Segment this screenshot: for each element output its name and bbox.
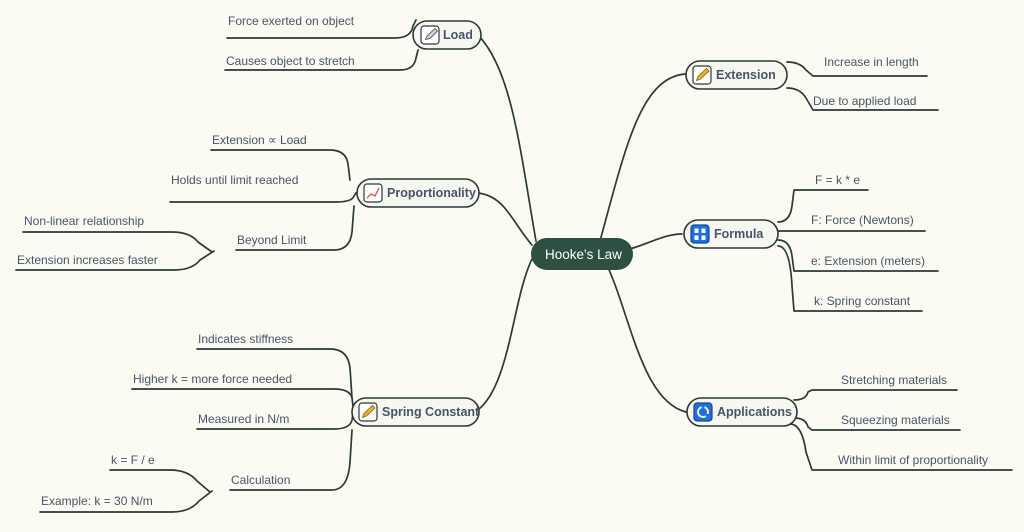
- edge-root-load: [477, 34, 537, 242]
- branch-group-extension: Increase in length Due to applied load E…: [685, 55, 939, 111]
- leaf-spring-0: Indicates stiffness: [198, 332, 293, 346]
- branch-node-proportionality[interactable]: Proportionality: [356, 178, 480, 208]
- leafline-spring-0: [196, 348, 353, 399]
- branch-label-proportionality: Proportionality: [387, 186, 476, 200]
- leafline-app-1: [793, 417, 961, 431]
- leafline-app-2: [789, 423, 1013, 471]
- leafline-prop-sub-1: [15, 250, 215, 271]
- pencil-icon: [358, 402, 378, 422]
- leafline-prop-sub: [235, 205, 355, 251]
- branch-node-load[interactable]: Load: [412, 20, 482, 50]
- branch-group-spring-constant: Indicates stiffness Higher k = more forc…: [39, 332, 480, 513]
- branch-node-extension[interactable]: Extension: [685, 60, 788, 90]
- branch-node-formula[interactable]: Formula: [683, 219, 779, 249]
- leafline-spring-1: [131, 388, 354, 407]
- leaf-app-1: Squeezing materials: [841, 413, 950, 427]
- leaf-spring-sub-1: Example: k = 30 N/m: [41, 494, 153, 508]
- branch-node-spring-constant[interactable]: Spring Constant: [351, 397, 480, 427]
- pencil-icon: [692, 65, 712, 85]
- leafline-formula-0: [777, 189, 869, 223]
- branch-label-spring-constant: Spring Constant: [382, 405, 480, 419]
- subnode-prop-beyond-limit[interactable]: Beyond Limit: [237, 233, 307, 247]
- leafline-prop-1: [169, 192, 357, 203]
- leafline-prop-0: [210, 149, 351, 181]
- branch-label-formula: Formula: [714, 227, 764, 241]
- edge-root-proportionality: [477, 192, 533, 246]
- leaf-spring-1: Higher k = more force needed: [133, 372, 292, 386]
- edge-root-spring-constant: [474, 258, 533, 413]
- leafline-load-1: [224, 49, 419, 71]
- root-edges: [474, 34, 687, 413]
- leaf-ext-1: Due to applied load: [813, 94, 916, 108]
- leaf-formula-3: k: Spring constant: [814, 294, 911, 308]
- leafline-app-0: [793, 389, 958, 401]
- edge-root-applications: [603, 258, 687, 413]
- root-node[interactable]: Hooke's Law: [531, 238, 633, 270]
- leafline-load-0: [226, 19, 417, 39]
- pencil-icon: [420, 25, 440, 45]
- grid-icon: [690, 224, 710, 244]
- leaf-prop-sub-1: Extension increases faster: [17, 253, 158, 267]
- branch-label-applications: Applications: [717, 405, 792, 419]
- branch-group-load: Force exerted on object Causes object to…: [224, 14, 482, 71]
- leaf-ext-0: Increase in length: [824, 55, 919, 69]
- leaf-app-0: Stretching materials: [841, 373, 947, 387]
- leafline-spring-sub: [229, 429, 353, 491]
- leafline-ext-1: [786, 87, 939, 111]
- branch-label-extension: Extension: [716, 68, 776, 82]
- branch-group-formula: F = k * e F: Force (Newtons) e: Extensio…: [683, 173, 939, 312]
- leaf-app-2: Within limit of proportionality: [838, 453, 988, 467]
- leaf-spring-2: Measured in N/m: [198, 412, 289, 426]
- subnode-spring-calculation[interactable]: Calculation: [231, 473, 290, 487]
- leaf-formula-0: F = k * e: [815, 173, 860, 187]
- line-chart-icon: [363, 183, 383, 203]
- leaf-prop-0: Extension ∝ Load: [212, 133, 307, 147]
- branch-node-applications[interactable]: Applications: [686, 397, 798, 427]
- leafline-formula-2: [777, 239, 939, 272]
- sync-circle-icon: [693, 402, 713, 422]
- leaf-load-0: Force exerted on object: [228, 14, 355, 28]
- leafline-formula-3: [777, 245, 923, 312]
- root-label: Hooke's Law: [545, 247, 622, 262]
- leaf-prop-1: Holds until limit reached: [171, 173, 298, 187]
- leafline-ext-0: [786, 61, 928, 77]
- branch-group-applications: Stretching materials Squeezing materials…: [686, 373, 1013, 471]
- leaf-load-1: Causes object to stretch: [226, 54, 355, 68]
- leafline-spring-2: [196, 413, 354, 430]
- edge-root-extension: [599, 73, 686, 242]
- leafline-spring-sub-0: [109, 469, 211, 493]
- leafline-prop-sub-0: [22, 231, 213, 253]
- branch-label-load: Load: [443, 28, 473, 42]
- leaf-formula-2: e: Extension (meters): [811, 254, 925, 268]
- branch-group-proportionality: Extension ∝ Load Holds until limit reach…: [15, 133, 480, 271]
- leaf-spring-sub-0: k = F / e: [111, 453, 155, 467]
- edge-root-formula: [629, 233, 683, 250]
- leafline-spring-sub-1: [39, 490, 213, 513]
- leaf-formula-1: F: Force (Newtons): [811, 213, 914, 227]
- leaf-prop-sub-0: Non-linear relationship: [24, 214, 144, 228]
